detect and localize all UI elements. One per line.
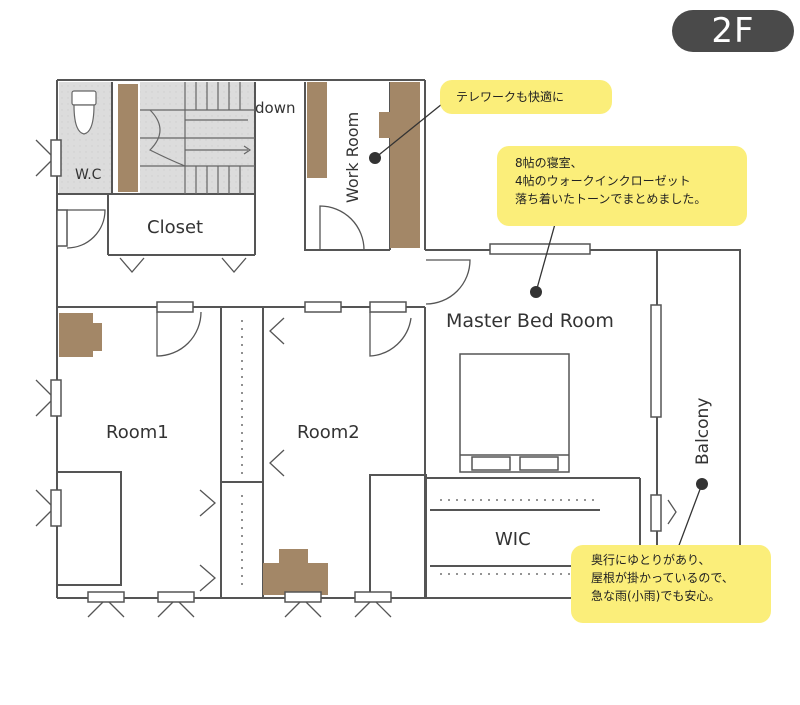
closet-label: Closet [147, 217, 203, 238]
balcony-label: Balcony [693, 398, 713, 465]
wic-hangers [241, 320, 600, 590]
door-swings [35, 139, 677, 618]
note-telework: テレワークも快適に [440, 80, 612, 114]
note-balcony-line-3: 急な雨(小雨)でも安心。 [591, 589, 721, 603]
master-bed-room-label: Master Bed Room [446, 310, 614, 332]
pointers [374, 103, 703, 549]
room1-label: Room1 [106, 422, 169, 443]
wic-label: WIC [495, 529, 531, 550]
note-bedroom-line-2: 4帖のウォークインクローゼット [515, 174, 691, 188]
note-balcony-line-2: 屋根が掛かっているので、 [591, 571, 734, 585]
pointer-dot-work-room [369, 152, 381, 164]
staircase [140, 82, 255, 194]
note-bedroom-line-3: 落ち着いたトーンでまとめました。 [515, 192, 707, 206]
work-room-label: Work Room [343, 112, 362, 203]
pointer-dot-balcony [696, 478, 708, 490]
note-balcony-line-1: 奥行にゆとりがあり、 [591, 553, 711, 567]
note-balcony: 奥行にゆとりがあり、 屋根が掛かっているので、 急な雨(小雨)でも安心。 [571, 545, 771, 623]
wood-panels [59, 82, 420, 595]
note-bedroom-line-1: 8帖の寝室、 [515, 156, 583, 170]
down-label: down [255, 99, 295, 117]
pointer-dot-bedroom [530, 286, 542, 298]
interior-walls [56, 82, 658, 599]
note-telework-line: テレワークも快適に [456, 90, 565, 104]
windows [50, 139, 662, 603]
wc-toilet [71, 90, 97, 135]
room2-label: Room2 [297, 422, 360, 443]
master-bed [459, 353, 570, 473]
wc-label: W.C [75, 167, 102, 183]
note-bedroom: 8帖の寝室、 4帖のウォークインクローゼット 落ち着いたトーンでまとめました。 [497, 146, 747, 226]
floor-badge: 2F [672, 10, 794, 52]
